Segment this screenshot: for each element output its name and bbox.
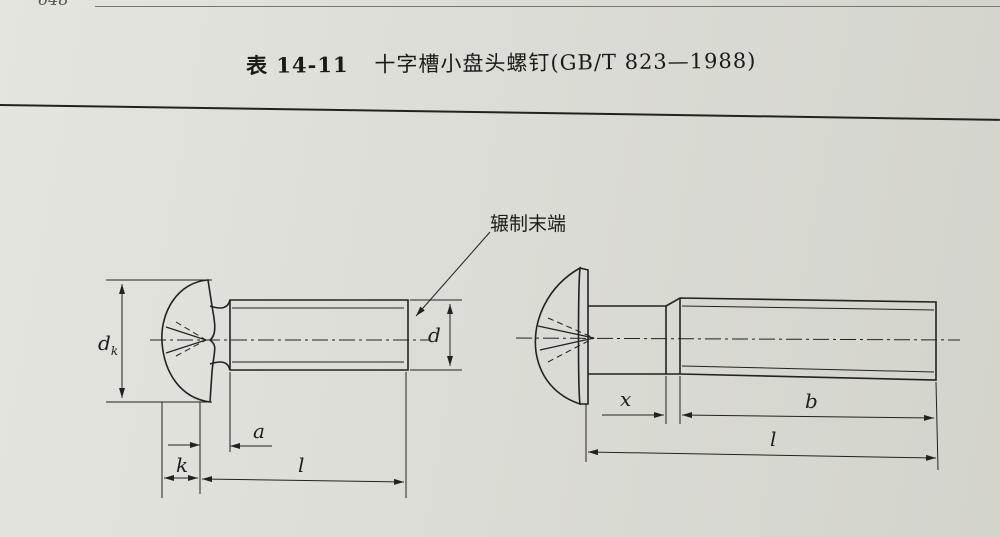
label-d: d	[428, 323, 441, 347]
label-l-right: l	[770, 427, 776, 451]
callout-leader	[415, 231, 491, 317]
left-view	[106, 231, 491, 498]
label-l-left: l	[298, 453, 304, 477]
right-screw-head	[534, 266, 581, 406]
label-x: x	[620, 387, 631, 411]
label-b: b	[805, 389, 818, 413]
label-k: k	[176, 453, 188, 477]
left-screw-head	[161, 279, 216, 403]
label-a: a	[253, 419, 265, 443]
right-center-line	[515, 337, 961, 341]
label-dk-main: d	[98, 331, 111, 355]
page-number: 648	[38, 0, 69, 9]
top-rule	[95, 6, 1000, 7]
callout-rolled-end: 辗制末端	[490, 213, 566, 235]
label-dk: dk	[98, 331, 118, 358]
label-dk-sub: k	[111, 344, 118, 358]
right-view	[515, 266, 961, 471]
